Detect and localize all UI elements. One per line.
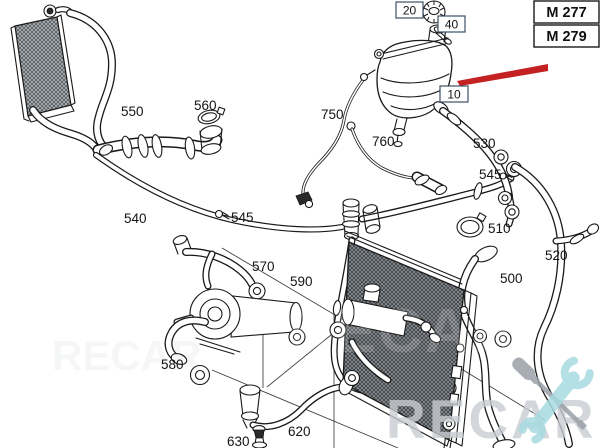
hose-580 bbox=[164, 316, 211, 386]
engine-code-m279: M 279 bbox=[546, 29, 586, 45]
part-label-570: 570 bbox=[252, 259, 275, 274]
valve-630 bbox=[251, 425, 268, 448]
bolt-545-left bbox=[214, 209, 230, 220]
callout-box-10: 10 bbox=[439, 85, 469, 103]
part-label-540: 540 bbox=[124, 211, 147, 226]
part-label-760: 760 bbox=[372, 134, 395, 149]
callout-20-label: 20 bbox=[403, 4, 417, 18]
callout-box-20: 20 bbox=[395, 1, 424, 19]
aux-radiator bbox=[10, 4, 76, 123]
hose-530 bbox=[433, 101, 520, 228]
callout-box-40: 40 bbox=[437, 15, 466, 33]
hose-540 bbox=[92, 151, 346, 233]
hoses-570 bbox=[172, 234, 266, 312]
red-pointer-arrow bbox=[457, 64, 548, 86]
wrench-icon bbox=[518, 356, 594, 444]
expansion-tank bbox=[373, 24, 453, 148]
junction-fitting bbox=[341, 198, 361, 241]
hose-760 bbox=[346, 121, 448, 196]
hose-crossover bbox=[358, 174, 515, 234]
part-label-620: 620 bbox=[288, 424, 311, 439]
clamp-510 bbox=[456, 212, 487, 238]
valve-assembly bbox=[288, 283, 442, 384]
hose-620 bbox=[239, 369, 361, 431]
part-label-500: 500 bbox=[500, 271, 523, 286]
engine-code-m277: M 277 bbox=[546, 5, 586, 21]
callout-40-label: 40 bbox=[445, 18, 459, 32]
part-label-750: 750 bbox=[321, 107, 344, 122]
part-label-590: 590 bbox=[290, 274, 313, 289]
part-label-530: 530 bbox=[473, 136, 496, 151]
part-label-550: 550 bbox=[121, 104, 144, 119]
part-label-630: 630 bbox=[227, 434, 250, 448]
part-label-545-left: 545 bbox=[231, 210, 254, 225]
callout-10-label: 10 bbox=[447, 88, 461, 102]
part-label-520: 520 bbox=[545, 248, 568, 263]
watermark-ghost-text: RECAR bbox=[288, 297, 518, 366]
part-number-labels: 550 560 540 545 570 590 580 630 620 750 … bbox=[121, 98, 568, 448]
watermark: RECAR RECAR RECAR bbox=[52, 297, 594, 448]
part-label-545-right: 545 bbox=[479, 167, 502, 182]
part-label-580: 580 bbox=[161, 357, 184, 372]
part-label-560: 560 bbox=[194, 98, 217, 113]
watermark-faint-text: RECAR bbox=[52, 332, 201, 379]
engine-code-box: M 277 M 279 bbox=[533, 0, 600, 48]
bolt-545-right bbox=[499, 172, 514, 182]
part-560-elbow bbox=[197, 106, 226, 155]
part-label-510: 510 bbox=[488, 221, 511, 236]
hose-750 bbox=[295, 69, 376, 209]
